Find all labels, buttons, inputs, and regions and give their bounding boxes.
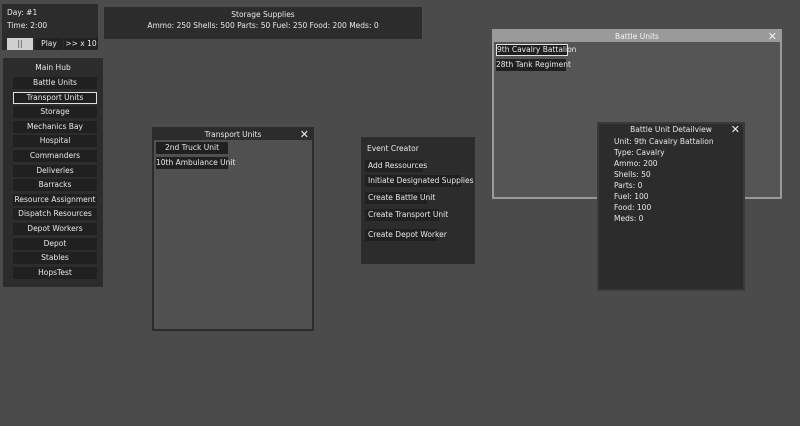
close-icon[interactable]: ✕ xyxy=(730,123,740,136)
hub-item-depot[interactable]: Depot xyxy=(13,237,97,250)
play-button[interactable]: Play xyxy=(35,38,63,50)
battle-unit-detailview-window: Battle Unit Detailview ✕ Unit: 9th Caval… xyxy=(597,122,745,291)
hub-item-barracks[interactable]: Barracks xyxy=(13,179,97,192)
add-resources-button[interactable]: Add Ressources xyxy=(365,160,427,172)
hub-item-hospital[interactable]: Hospital xyxy=(13,135,97,148)
detail-parts: Parts: 0 xyxy=(614,181,643,190)
create-battle-unit-button[interactable]: Create Battle Unit xyxy=(365,192,435,204)
hub-item-storage[interactable]: Storage xyxy=(13,106,97,119)
detail-ammo: Ammo: 200 xyxy=(614,159,658,168)
main-hub-title: Main Hub xyxy=(35,63,71,72)
speed-button[interactable]: >> x 10 xyxy=(64,38,98,50)
battle-units-title: Battle Units xyxy=(615,32,659,41)
detail-shells: Shells: 50 xyxy=(614,170,651,179)
time-panel: Day: #1 Time: 2:00 || Play >> x 10 xyxy=(2,4,98,50)
pause-button[interactable]: || xyxy=(7,38,33,50)
detailview-title: Battle Unit Detailview xyxy=(630,125,712,134)
storage-supplies-values: Ammo: 250 Shells: 500 Parts: 50 Fuel: 25… xyxy=(147,21,379,30)
storage-supplies-title: Storage Supplies xyxy=(231,10,295,19)
battle-units-titlebar[interactable] xyxy=(494,31,780,42)
initiate-designated-supplies-button[interactable]: Initiate Designated Supplies xyxy=(365,175,474,187)
event-creator-title: Event Creator xyxy=(367,144,419,153)
close-icon[interactable]: ✕ xyxy=(767,30,777,43)
day-label: Day: #1 xyxy=(7,8,38,17)
detail-type: Type: Cavalry xyxy=(614,148,665,157)
transport-units-title: Transport Units xyxy=(204,130,262,139)
detail-fuel: Fuel: 100 xyxy=(614,192,649,201)
hub-item-deliveries[interactable]: Deliveries xyxy=(13,164,97,177)
create-depot-worker-button[interactable]: Create Depot Worker xyxy=(365,229,447,241)
hub-item-hopstest[interactable]: HopsTest xyxy=(13,266,97,279)
battle-unit-item-selected[interactable]: 9th Cavalry Battalion xyxy=(496,44,577,56)
event-creator-panel: Event Creator Add Ressources Initiate De… xyxy=(361,137,475,264)
hub-item-transport-units[interactable]: Transport Units xyxy=(13,91,97,104)
transport-unit-item[interactable]: 2nd Truck Unit xyxy=(156,142,228,154)
battle-unit-item[interactable]: 28th Tank Regiment xyxy=(496,59,571,71)
transport-units-window: Transport Units ✕ 2nd Truck Unit 10th Am… xyxy=(152,127,314,331)
hub-item-resource-assignment[interactable]: Resource Assignment xyxy=(13,193,97,206)
transport-units-titlebar[interactable] xyxy=(154,129,312,140)
hub-item-battle-units[interactable]: Battle Units xyxy=(13,77,97,89)
hub-item-commanders[interactable]: Commanders xyxy=(13,150,97,162)
hub-item-dispatch-resources[interactable]: Dispatch Resources xyxy=(13,208,97,221)
create-transport-unit-button[interactable]: Create Transport Unit xyxy=(365,209,448,221)
transport-unit-item[interactable]: 10th Ambulance Unit xyxy=(156,157,236,169)
hub-item-depot-workers[interactable]: Depot Workers xyxy=(13,223,97,235)
detail-food: Food: 100 xyxy=(614,203,652,212)
time-label: Time: 2:00 xyxy=(7,21,48,30)
detail-meds: Meds: 0 xyxy=(614,214,644,223)
hub-item-stables[interactable]: Stables xyxy=(13,252,97,265)
close-icon[interactable]: ✕ xyxy=(299,128,309,141)
detail-unit: Unit: 9th Cavalry Battalion xyxy=(614,137,714,146)
storage-supplies-panel: Storage Supplies Ammo: 250 Shells: 500 P… xyxy=(104,7,422,39)
hub-item-mechanics-bay[interactable]: Mechanics Bay xyxy=(13,120,97,133)
